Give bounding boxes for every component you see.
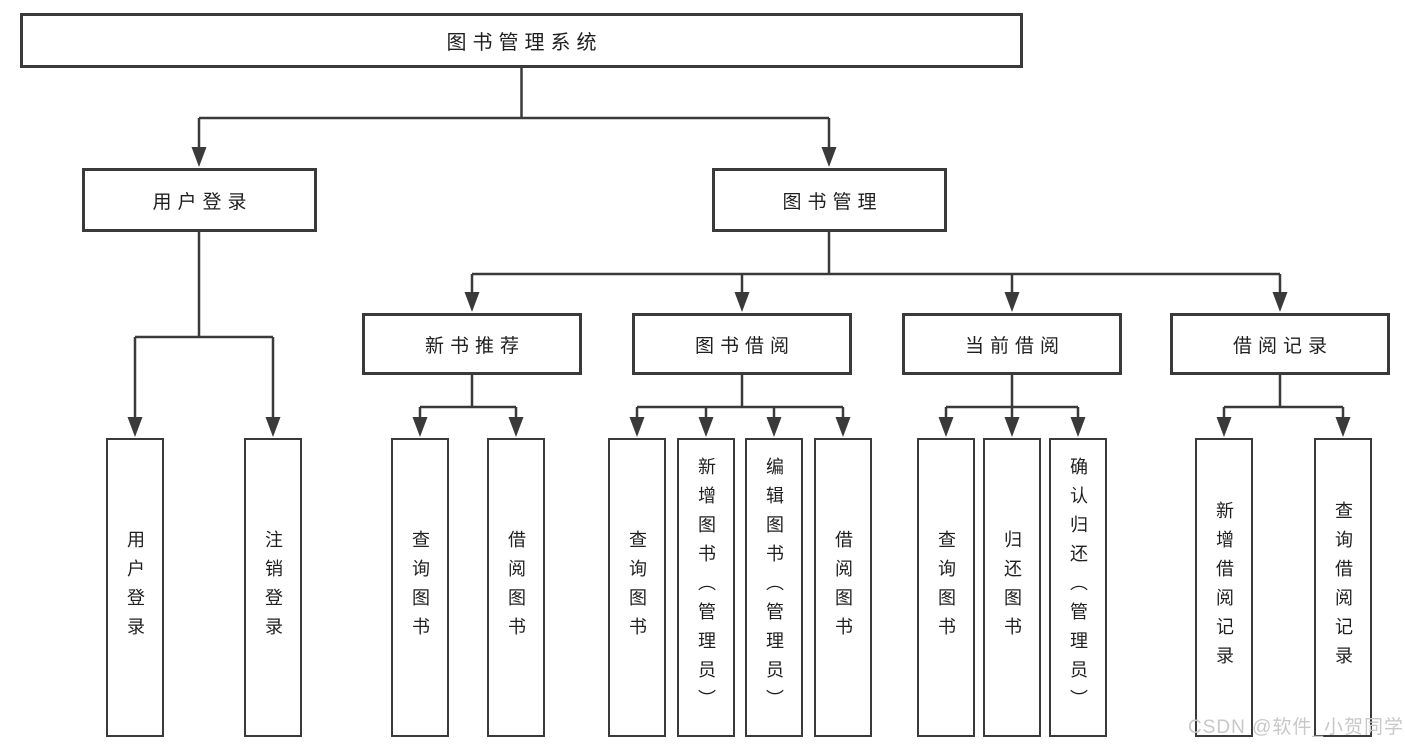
- node-label: 借阅记录: [1232, 335, 1333, 357]
- node-book-management: 图书管理: [712, 168, 947, 232]
- node-label: 查询图书: [410, 529, 430, 646]
- csdn-watermark: CSDN @软件_小贺同学: [1188, 717, 1404, 738]
- node-new-book-recommendation: 新书推荐: [362, 313, 582, 375]
- node-label: 图书借阅: [694, 335, 795, 357]
- node-label: 用户登录: [125, 529, 145, 646]
- node-book-borrowing: 图书借阅: [632, 313, 852, 375]
- node-current-return-books: 归还图书: [983, 438, 1041, 737]
- node-label: 用户登录: [152, 191, 253, 213]
- node-label: 图书管理: [782, 191, 883, 213]
- node-recommend-borrow-books: 借阅图书: [487, 438, 545, 737]
- node-library-management-system: 图书管理系统: [20, 13, 1023, 68]
- node-label: 新增借阅记录: [1214, 500, 1234, 675]
- connector-segments: [133, 68, 1345, 418]
- node-borrowing-edit-books-admin: 编辑图书（管理员）: [745, 438, 803, 737]
- node-label: 借阅图书: [506, 529, 526, 646]
- node-label: 确认归还（管理员）: [1068, 457, 1088, 718]
- node-recommend-query-books: 查询图书: [391, 438, 449, 737]
- node-label: 新书推荐: [424, 335, 525, 357]
- node-user-login-branch: 用户登录: [82, 168, 317, 232]
- node-label: 编辑图书（管理员）: [764, 457, 784, 718]
- node-borrowing-query-books: 查询图书: [608, 438, 666, 737]
- node-label: 查询借阅记录: [1333, 500, 1353, 675]
- node-label: 新增图书（管理员）: [696, 457, 716, 718]
- node-borrowing-records: 借阅记录: [1170, 313, 1390, 375]
- node-label: 注销登录: [263, 529, 283, 646]
- node-label: 查询图书: [627, 529, 647, 646]
- node-label: 查询图书: [936, 529, 956, 646]
- node-user-login-action: 用户登录: [106, 438, 164, 737]
- node-current-query-books: 查询图书: [917, 438, 975, 737]
- node-label: 借阅图书: [833, 529, 853, 646]
- node-borrowing-borrow-books: 借阅图书: [814, 438, 872, 737]
- node-current-confirm-return-admin: 确认归还（管理员）: [1049, 438, 1107, 737]
- node-label: 当前借阅: [964, 335, 1065, 357]
- node-records-add-borrow-record: 新增借阅记录: [1195, 438, 1253, 737]
- node-borrowing-add-books-admin: 新增图书（管理员）: [677, 438, 735, 737]
- node-records-query-borrow-record: 查询借阅记录: [1314, 438, 1372, 737]
- node-current-borrowing: 当前借阅: [902, 313, 1122, 375]
- arrowheads: [127, 147, 1351, 437]
- node-label: 归还图书: [1002, 529, 1022, 646]
- node-label: 图书管理系统: [446, 32, 603, 54]
- node-logout-action: 注销登录: [244, 438, 302, 737]
